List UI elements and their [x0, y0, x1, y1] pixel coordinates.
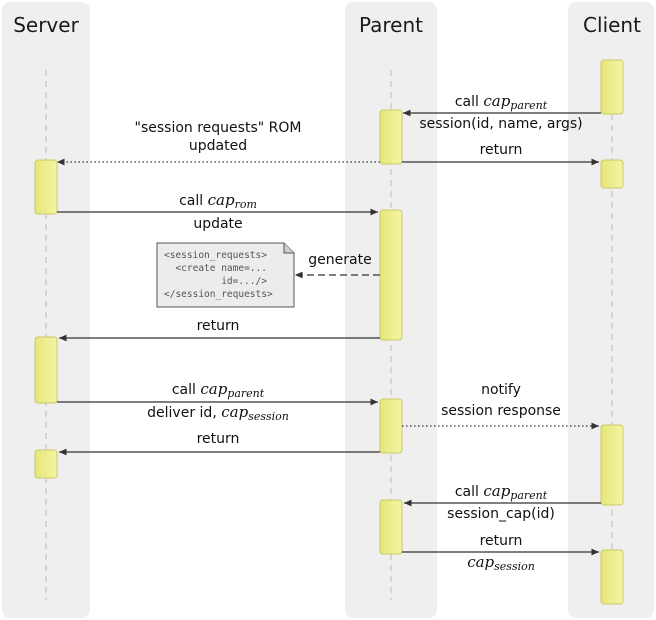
label-return-to-server-2: return [197, 431, 240, 447]
label-call-cap-parent-1: call capparent [455, 92, 548, 112]
label-deliver-id: deliver id, capsession [147, 403, 289, 423]
server-lane [2, 2, 90, 618]
parent-lane-title: Parent [359, 13, 423, 37]
label-return-to-client-1: return [480, 142, 523, 158]
note-line-2: <create name=... [164, 263, 267, 274]
label-session-response: session response [441, 403, 561, 419]
note-line-4: </session_requests> [164, 289, 273, 300]
server-activation-2 [34, 336, 58, 404]
client-activation-3 [600, 424, 624, 506]
server-activation-3 [34, 449, 58, 479]
client-activation-2 [600, 159, 624, 189]
parent-activation-3 [379, 398, 403, 454]
label-rom-updated-line-1: "session requests" ROM [135, 120, 302, 136]
label-notify: notify [481, 382, 521, 398]
label-session-cap-id: session_cap(id) [447, 506, 555, 522]
client-lane-title: Client [583, 13, 641, 37]
label-generate: generate [308, 252, 371, 268]
server-activation-1 [34, 159, 58, 215]
session-requests-note: <session_requests> <create name=... id=.… [156, 242, 295, 308]
client-lane [568, 2, 654, 618]
parent-activation-4 [379, 499, 403, 555]
label-update: update [193, 216, 242, 232]
note-line-3: id=.../> [164, 276, 267, 287]
server-lane-title: Server [13, 13, 79, 37]
note-line-1: <session_requests> [164, 250, 267, 261]
parent-activation-2 [379, 209, 403, 341]
label-call-cap-parent-3: call capparent [455, 482, 548, 502]
label-call-cap-rom: call caprom [179, 191, 257, 211]
label-return-to-client-2: return [480, 533, 523, 549]
label-session-args: session(id, name, args) [419, 116, 582, 132]
parent-activation-1 [379, 109, 403, 165]
label-cap-session: capsession [467, 553, 535, 573]
client-activation-1 [600, 59, 624, 115]
label-rom-updated-line-2: updated [189, 138, 247, 154]
client-activation-4 [600, 549, 624, 605]
label-return-to-server-1: return [197, 318, 240, 334]
label-call-cap-parent-2: call capparent [172, 380, 265, 400]
